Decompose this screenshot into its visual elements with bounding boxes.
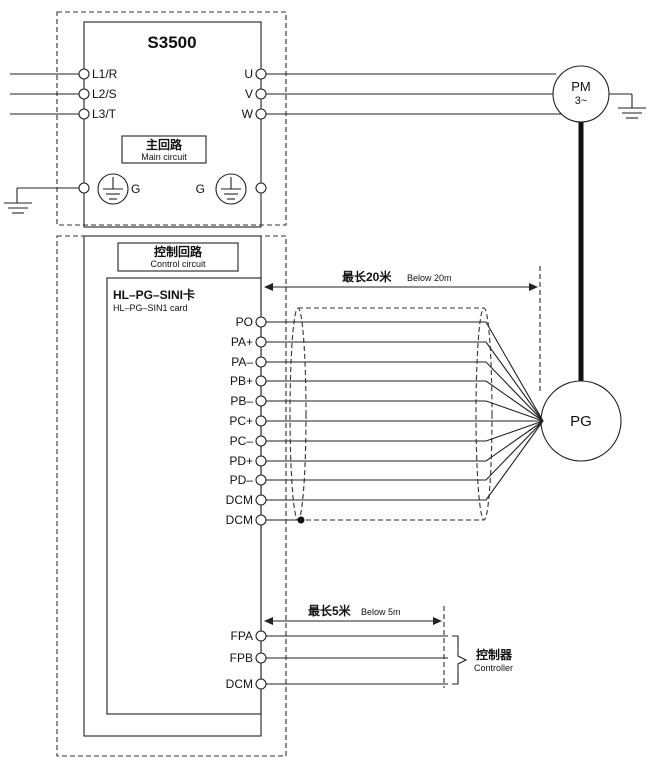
encoder-wire (266, 420, 544, 442)
terminal-l3 (78, 108, 90, 120)
terminal-l1 (78, 68, 90, 80)
ground-symbol-right-icon (215, 173, 247, 205)
terminal-u-label: U (244, 67, 253, 81)
shield-connection-dot (297, 516, 305, 524)
encoder-terminal-label: PC– (230, 434, 254, 448)
encoder-terminal (255, 514, 267, 526)
encoder-distance-en: Below 20m (407, 273, 452, 283)
controller-distance-cn: 最长5米 (308, 603, 352, 618)
controller-bracket (452, 635, 468, 685)
output-terminals: U V W (242, 67, 562, 121)
encoder-terminal (255, 435, 267, 447)
left-ground-icon (4, 187, 79, 214)
ground-terminal-right (255, 182, 267, 194)
encoder-terminal-label: DCM (226, 513, 253, 527)
encoder-distance-indicator: 最长20米 Below 20m (264, 266, 541, 392)
encoder-label: PG (570, 413, 592, 430)
control-circuit-label-cn: 控制回路 (154, 244, 203, 259)
input-terminals: L1/R L2/S L3/T (10, 67, 118, 121)
encoder-terminal-label: PO (236, 315, 253, 329)
terminal-l2 (78, 88, 90, 100)
drive-outer-dashed-box (56, 11, 287, 226)
terminal-l2-label: L2/S (92, 87, 117, 101)
controller-terminals: FPA FPB DCM (226, 629, 448, 691)
encoder-terminal (255, 494, 267, 506)
controller-label-en: Controller (474, 663, 513, 673)
encoder-wire (266, 341, 544, 422)
encoder-wire (266, 420, 544, 501)
ground-label-right: G (196, 182, 205, 196)
terminal-w-label: W (242, 107, 254, 121)
encoder-terminal (255, 474, 267, 486)
encoder-terminal (255, 375, 267, 387)
terminal-u (255, 68, 267, 80)
controller-distance-indicator: 最长5米 Below 5m (264, 603, 445, 688)
encoder-terminal (255, 336, 267, 348)
encoder-terminal (255, 455, 267, 467)
encoder-terminal-label: DCM (226, 493, 253, 507)
terminal-w (255, 108, 267, 120)
terminal-v (255, 88, 267, 100)
encoder-cable-shield (289, 307, 493, 521)
motor-ground-icon (609, 93, 646, 119)
motor-label-2: 3~ (575, 95, 588, 107)
encoder-terminal-label: PA– (231, 355, 253, 369)
main-circuit-label-en: Main circuit (141, 152, 187, 162)
main-circuit-label-box (121, 135, 207, 164)
encoder-terminal-label: PC+ (229, 414, 253, 428)
drive-main-box (83, 21, 262, 228)
controller-terminal-label: FPA (231, 629, 253, 643)
controller-distance-en: Below 5m (361, 607, 401, 617)
encoder-terminal-label: PB+ (230, 374, 253, 388)
terminal-l3-label: L3/T (92, 107, 117, 121)
main-circuit-label-cn: 主回路 (146, 137, 183, 152)
encoder-terminal-label: PB– (230, 394, 253, 408)
terminal-v-label: V (245, 87, 253, 101)
encoder-wire (266, 380, 544, 422)
motor-label-1: PM (571, 79, 591, 94)
encoder-terminals: PO PA+ PA– PB+ PB– PC+ PC– PD+ PD– DCM DCM (226, 315, 544, 527)
encoder-wire (266, 420, 544, 462)
encoder-terminal-label: PD– (230, 473, 254, 487)
ground-label-left: G (131, 182, 140, 196)
encoder-wire (266, 321, 544, 422)
encoder-terminal-label: PD+ (229, 454, 253, 468)
encoder-terminal (255, 316, 267, 328)
encoder-terminal (255, 395, 267, 407)
encoder-terminal (255, 415, 267, 427)
controller-terminal (255, 678, 267, 690)
card-name-en: HL–PG–SIN1 card (113, 303, 188, 313)
encoder-wire (266, 361, 544, 422)
ground-symbol-left-icon (97, 173, 129, 205)
control-circuit-label-en: Control circuit (150, 259, 206, 269)
control-circuit-label-box (117, 242, 239, 272)
terminal-l1-label: L1/R (92, 67, 118, 81)
encoder-terminal-label: PA+ (231, 335, 253, 349)
controller-terminal-label: DCM (226, 677, 253, 691)
card-name: HL–PG–SINI卡 (113, 287, 195, 302)
drive-title: S3500 (147, 33, 196, 52)
encoder-wire (266, 420, 544, 481)
controller-terminal-label: FPB (230, 651, 253, 665)
controller-label-cn: 控制器 (476, 647, 513, 662)
controller-terminal (255, 630, 267, 642)
encoder-distance-cn: 最长20米 (342, 269, 392, 284)
ground-terminal-left (78, 182, 90, 194)
controller-terminal (255, 652, 267, 664)
encoder-wire (266, 400, 544, 422)
motor-pm (552, 65, 610, 123)
encoder-terminal (255, 356, 267, 368)
